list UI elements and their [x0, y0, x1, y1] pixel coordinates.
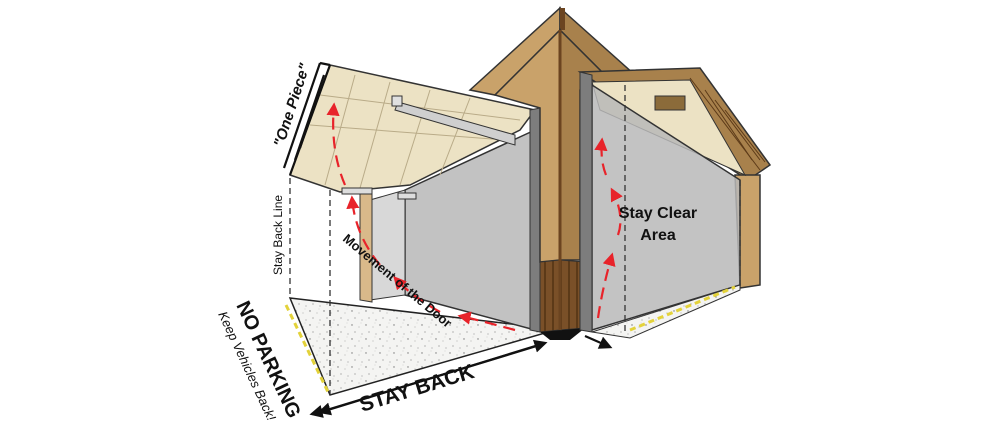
opener-rail [394, 101, 516, 146]
left-garage [282, 61, 548, 396]
door-truss [282, 61, 332, 176]
right-warning-line [629, 285, 736, 332]
right-floor [591, 284, 741, 339]
stay-back-arrow [309, 334, 613, 418]
right-opener [654, 95, 686, 111]
opener-motor [391, 95, 403, 107]
siding-base-left [539, 259, 561, 333]
building-corner [468, 6, 637, 340]
stay-clear-label-line2: Area [640, 227, 676, 244]
door-panel-grid [309, 74, 521, 189]
roof-trim [560, 8, 565, 30]
movement-arrows [326, 102, 516, 332]
door-frame-post [529, 107, 541, 333]
left-warning-line [284, 304, 330, 393]
right-movement-arrows [594, 137, 623, 319]
stay-back-line-label: Stay Back Line [271, 195, 285, 275]
right-garage [577, 67, 772, 339]
stay-clear-label-line1: Stay Clear [619, 205, 697, 222]
